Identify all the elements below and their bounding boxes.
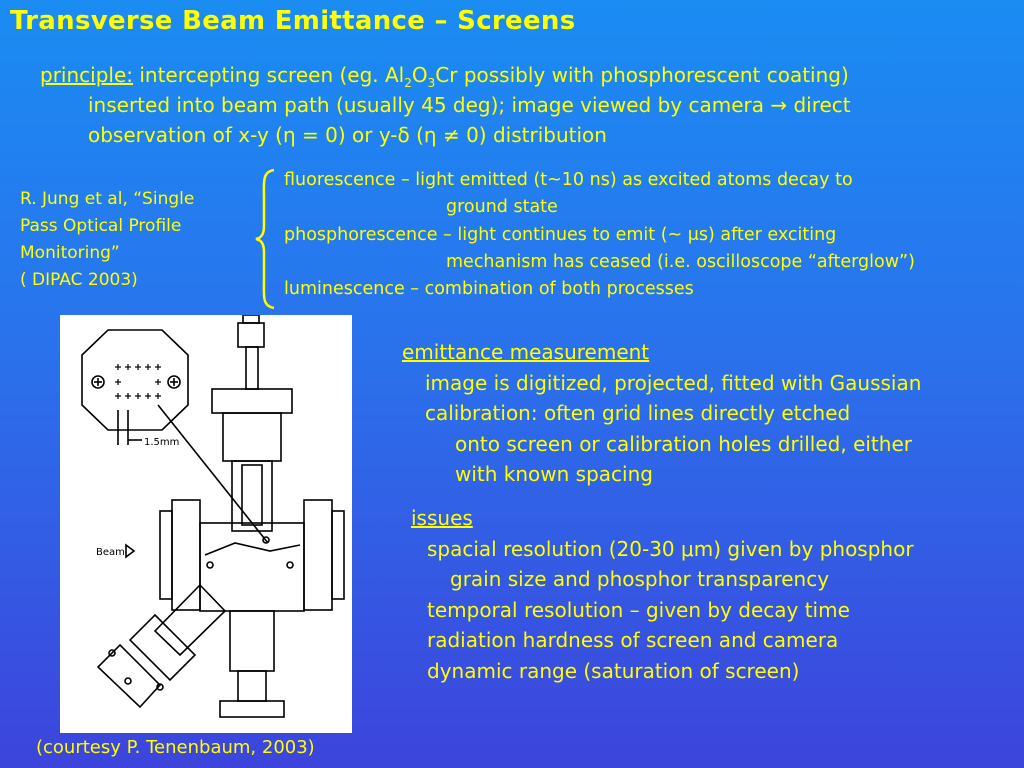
reference-line: R. Jung et al, “Single — [20, 189, 195, 209]
emittance-line: image is digitized, projected, fitted wi… — [425, 370, 922, 395]
slide-title: Transverse Beam Emittance – Screens — [10, 6, 576, 36]
reference-line: Pass Optical Profile — [20, 216, 182, 236]
reference-citation: R. Jung et al, “Single Pass Optical Prof… — [20, 186, 250, 294]
definition-phosphorescence: phosphorescence – light continues to emi… — [284, 224, 837, 245]
principle-block: principle: intercepting screen (eg. Al2O… — [40, 60, 1010, 150]
issues-line: temporal resolution – given by decay tim… — [427, 597, 850, 622]
issues-heading: issues — [411, 506, 473, 530]
principle-text-b: O — [411, 63, 428, 87]
subscript-2: 2 — [404, 76, 412, 90]
dimension-label: 1.5mm — [144, 437, 179, 448]
emittance-line: calibration: often grid lines directly e… — [425, 401, 851, 425]
definition-fluorescence: fluorescence – light emitted (t~10 ns) a… — [284, 170, 853, 190]
issues-section: issues spacial resolution (20-30 μm) giv… — [411, 503, 914, 686]
definitions-list: fluorescence – light emitted (t~10 ns) a… — [284, 167, 915, 303]
emittance-section: emittance measurement image is digitized… — [402, 337, 921, 490]
technical-drawing-icon: 1.5mm Beam — [81, 314, 345, 718]
principle-line-1: principle: intercepting screen (eg. Al2O… — [40, 60, 1010, 90]
figure-caption: (courtesy P. Tenenbaum, 2003) — [36, 737, 315, 758]
principle-line-2: inserted into beam path (usually 45 deg)… — [88, 93, 851, 117]
definition-luminescence: luminescence – combination of both proce… — [284, 279, 694, 300]
issues-line: radiation hardness of screen and camera — [427, 628, 839, 652]
emittance-heading: emittance measurement — [402, 340, 650, 364]
beam-label: Beam — [96, 547, 125, 558]
principle-label: principle: — [40, 63, 133, 87]
curly-brace-icon — [255, 168, 275, 310]
reference-line: Monitoring” — [20, 243, 120, 263]
reference-line: ( DIPAC 2003) — [20, 270, 138, 290]
principle-text-a: intercepting screen (eg. Al — [133, 63, 405, 87]
issues-line: grain size and phosphor transparency — [450, 567, 830, 591]
issues-line: spacial resolution (20-30 μm) given by p… — [427, 536, 914, 561]
issues-line: dynamic range (saturation of screen) — [427, 658, 800, 683]
principle-line-3: observation of x-y (η = 0) or y-δ (η ≠ 0… — [88, 123, 607, 147]
subscript-3: 3 — [427, 76, 436, 90]
screen-monitor-drawing: 1.5mm Beam — [60, 314, 352, 733]
emittance-line: with known spacing — [455, 462, 653, 486]
definition-fluorescence-cont: ground state — [446, 197, 558, 218]
definition-phosphorescence-cont: mechanism has ceased (i.e. oscilloscope … — [446, 251, 915, 272]
emittance-line: onto screen or calibration holes drilled… — [455, 431, 912, 456]
principle-text-c: Cr possibly with phosphorescent coating) — [435, 63, 849, 87]
